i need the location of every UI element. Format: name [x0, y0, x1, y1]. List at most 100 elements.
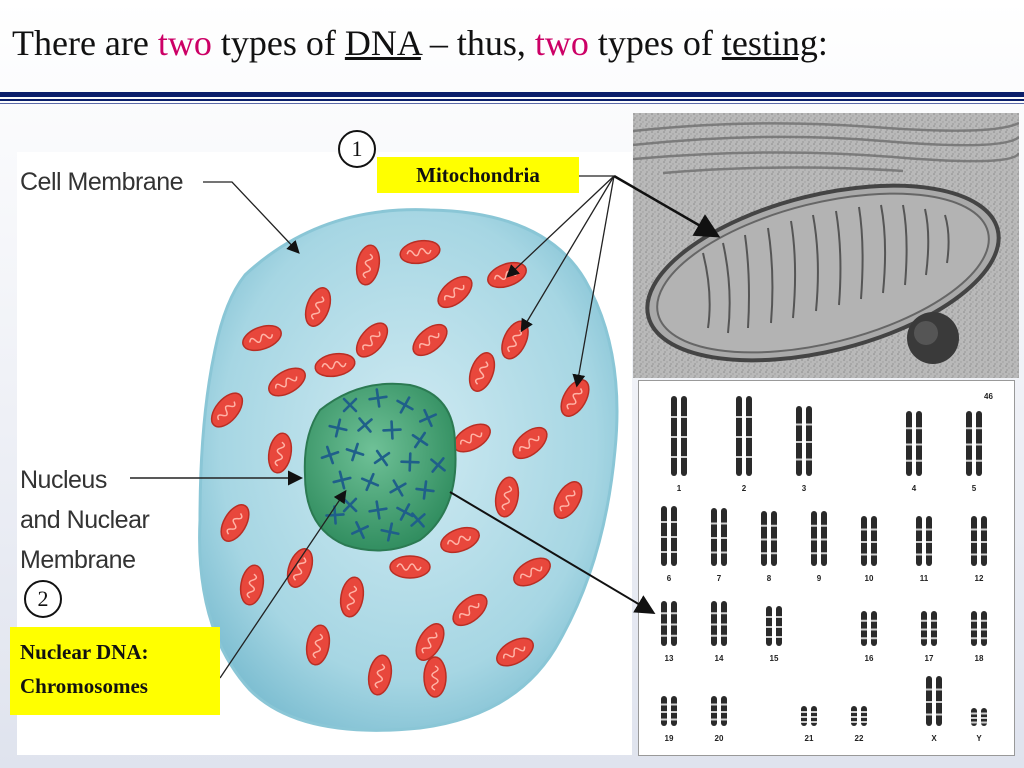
- karyotype-label: 8: [767, 574, 772, 583]
- karyotype-band: [981, 717, 987, 719]
- karyotype-band: [971, 717, 977, 719]
- karyotype-label: 18: [975, 654, 984, 663]
- karyotype-band: [871, 541, 877, 543]
- chromosome-mark: [400, 452, 420, 472]
- karyotype-band: [851, 716, 857, 718]
- karyotype-band: [861, 721, 867, 723]
- chromosome-mark: [396, 503, 414, 521]
- karyotype-band: [746, 416, 752, 418]
- karyotype-band: [966, 459, 972, 462]
- nucleus-label-line: and Nuclear: [20, 506, 150, 534]
- karyotype-band: [981, 553, 987, 556]
- karyotype-band: [936, 688, 942, 691]
- chromosome-mark: [373, 449, 391, 467]
- karyotype-count-label: 46: [984, 392, 993, 401]
- mitochondrion: [239, 564, 265, 606]
- karyotype-band: [671, 456, 677, 458]
- karyotype-band: [921, 619, 927, 622]
- karyotype-band: [871, 628, 877, 631]
- chromosome-mark: [368, 388, 388, 408]
- karyotype-band: [811, 524, 817, 527]
- karyotype-label: 9: [817, 574, 822, 583]
- karyotype-band: [771, 538, 777, 541]
- title-underlined-dna: DNA: [344, 23, 421, 63]
- karyotype-band: [761, 524, 767, 527]
- karyotype-band: [861, 553, 867, 556]
- karyotype-band: [661, 612, 667, 615]
- title-accent-two: two: [157, 23, 212, 63]
- karyotype-band: [821, 552, 827, 555]
- karyotype-band: [721, 711, 727, 713]
- karyotype-band: [926, 713, 932, 716]
- karyotype-band: [766, 636, 772, 638]
- karyotype-band: [661, 623, 667, 626]
- chromosome-mark: [328, 418, 348, 438]
- karyotype-band: [861, 628, 867, 631]
- karyotype-band: [916, 541, 922, 543]
- chromosome-mark: [411, 431, 429, 449]
- mitochondrion: [389, 555, 431, 579]
- karyotype-band: [661, 551, 667, 553]
- mitochondrion: [242, 324, 282, 352]
- karyotype-band: [721, 612, 727, 615]
- mitochondrion: [512, 426, 548, 460]
- karyotype-band: [936, 701, 942, 703]
- mitochondrion: [412, 323, 448, 357]
- karyotype-label: 3: [802, 484, 807, 493]
- chromosome-mark: [360, 472, 380, 492]
- mitochondrion: [553, 481, 583, 519]
- mitochondria-group: [210, 239, 590, 698]
- karyotype-band: [671, 703, 677, 706]
- karyotype-band: [871, 637, 877, 640]
- karyotype-band: [926, 541, 932, 543]
- chromosome-mark: [345, 442, 365, 462]
- chromosome-mark: [380, 522, 400, 542]
- karyotype-band: [971, 528, 977, 531]
- karyotype-label: 12: [975, 574, 984, 583]
- karyotype-band: [671, 521, 677, 523]
- karyotype-label: 22: [855, 734, 864, 743]
- karyotype-band: [966, 427, 972, 430]
- karyotype-band: [981, 619, 987, 622]
- mitochondrion: [268, 367, 306, 397]
- karyotype-band: [766, 626, 772, 628]
- karyotype-band: [671, 711, 677, 713]
- karyotype-band: [711, 537, 717, 539]
- karyotype-band: [761, 538, 767, 541]
- karyotype-band: [916, 528, 922, 531]
- karyotype-band: [711, 551, 717, 554]
- karyotype-band: [966, 443, 972, 446]
- chromosome-mark: [415, 480, 435, 500]
- karyotype-band: [806, 441, 812, 443]
- mitochondrion: [267, 432, 293, 474]
- karyotype-band: [671, 612, 677, 615]
- karyotype-band: [721, 718, 727, 721]
- karyotype-band: [926, 701, 932, 703]
- nucleus-to-karyotype-arrow: [449, 491, 656, 615]
- karyotype-band: [971, 628, 977, 631]
- karyotype-label: X: [931, 734, 937, 743]
- karyotype-band: [976, 427, 982, 430]
- mitochondrion-micrograph: [632, 113, 1021, 378]
- nuclear-dna-line: Chromosomes: [20, 674, 148, 698]
- title-text: :: [817, 23, 828, 63]
- karyotype-band: [721, 634, 727, 637]
- title-text: types of: [588, 23, 722, 63]
- karyotype-band: [851, 721, 857, 723]
- karyotype-band: [721, 551, 727, 554]
- karyotype-band: [811, 716, 817, 718]
- karyotype-band: [681, 416, 687, 418]
- karyotype-band: [916, 459, 922, 462]
- karyotype-band: [661, 718, 667, 721]
- karyotype-label: 13: [665, 654, 674, 663]
- karyotype-band: [871, 619, 877, 622]
- karyotype-band: [771, 524, 777, 527]
- karyotype-label: 7: [717, 574, 722, 583]
- karyotype-band: [861, 637, 867, 640]
- nuclear-dna-line: Nuclear DNA:: [20, 640, 149, 664]
- karyotype-band: [736, 436, 742, 438]
- karyotype-band: [671, 718, 677, 721]
- karyotype-label: 21: [805, 734, 814, 743]
- karyotype-band: [851, 711, 857, 713]
- mitochondrion: [560, 379, 590, 417]
